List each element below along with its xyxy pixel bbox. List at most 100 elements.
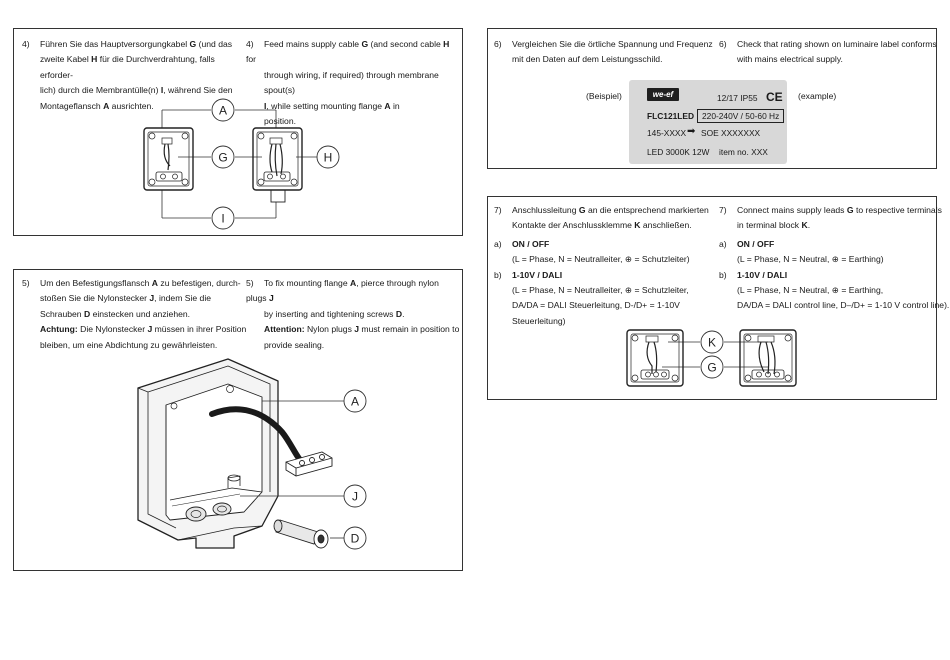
text-box5-en-l3c: J — [354, 324, 360, 335]
text-box6-de-l2: mit den Daten auf dem Leistungsschild. — [512, 54, 663, 65]
text-box4-en-l1b: G — [361, 39, 369, 49]
text-box4-en-l1a: Feed mains supply cable — [264, 39, 362, 49]
callout-g — [211, 145, 235, 169]
text-box7-de-l1c: an die entsprechend markierten — [585, 205, 709, 215]
text-box4-de-lines-10: A — [103, 100, 110, 111]
text-box7-en-l2c: . — [807, 220, 811, 231]
text-box7-de-l1b: G — [578, 205, 586, 215]
text-box4-de-lines-1: G — [189, 39, 197, 49]
step-4-panel — [13, 28, 463, 236]
text-box5-en-l1c: , pierce through nylon plugs — [246, 278, 439, 304]
callout-a-step5-label: A — [351, 395, 359, 409]
text-box5-de-l5: bleiben, um eine Abdichtung zu gewährlei… — [40, 339, 218, 350]
text-box5-en-l2c: . — [402, 308, 405, 319]
text-box5-de-l1b: A — [151, 278, 159, 288]
text-box7-de-num: 7) — [494, 205, 502, 215]
text-box7-de-l2a: Kontakte der Anschlussklemme — [512, 220, 635, 231]
text-box5-en-l1d: J — [268, 293, 274, 304]
text-box7-de-b_desc1: (L = Phase, N = Neutralleiter, ⊕ = Schut… — [512, 285, 689, 296]
text-box4-en-l3a: I — [264, 100, 267, 111]
text-box4-de-lines-9: Montageflansch — [40, 100, 104, 111]
item-number: item no. XXX — [719, 147, 768, 157]
text-box5-de-l3c: einstecken und anziehen. — [90, 308, 191, 319]
text-box4-en-l1d: H — [443, 39, 450, 49]
text-box5-de-l3a: Schrauben — [40, 308, 84, 319]
junction-box-left — [143, 127, 194, 191]
text-box5-de-l2c: , indem Sie die — [154, 293, 212, 304]
text-box5-en-l3d: must remain in position to — [359, 324, 460, 335]
terminal-box-right — [739, 329, 797, 387]
text-box7-de-l2c: anschließen. — [640, 220, 692, 231]
callout-h-label: H — [324, 151, 333, 165]
text-box4-en-l3c: A — [384, 100, 391, 111]
text-box7-en-a_desc: (L = Phase, N = Neutral, ⊕ = Earthing) — [737, 254, 884, 265]
text-box6-en-l2: with mains electrical supply. — [737, 54, 843, 65]
text-box5-en-l1a: To fix mounting flange — [264, 278, 350, 288]
callout-a-step5 — [343, 389, 367, 413]
text-box4-de-lines-7: I — [160, 85, 164, 96]
junction-box-right — [252, 127, 303, 203]
text-box5-de-l2a: stoßen Sie die Nylonstecker — [40, 293, 150, 304]
text-box5-en-l3b: Nylon plugs — [304, 324, 355, 335]
text-box7-de-b_desc2: DA/DA = DALI Steuerleitung, D-/D+ = 1-10… — [512, 300, 680, 326]
text-box4-de-lines-4: H — [91, 54, 98, 65]
text-box5-en-l1b: A — [350, 278, 357, 288]
callout-a — [211, 98, 235, 122]
text-box5-de-l1c: zu befestigen, durch- — [158, 278, 241, 288]
text-box5-en-l2b: D — [395, 308, 403, 319]
date-ip-rating: 12/17 IP55 — [717, 93, 758, 103]
callout-i-label: I — [221, 212, 224, 226]
text-box7-en-b_title: 1-10V / DALI — [737, 269, 788, 280]
cable — [209, 406, 303, 463]
arrow-icon: ➡ — [687, 126, 696, 137]
text-box6-de-l1: Vergleichen Sie die örtliche Spannung un… — [512, 39, 713, 49]
callout-d-label: D — [351, 532, 360, 546]
text-box5-de-l1a: Um den Befestigungsflansch — [40, 278, 152, 288]
example-label-de: (Beispiel) — [586, 91, 622, 101]
text-box6-en-l1: Check that rating shown on luminaire lab… — [737, 39, 937, 49]
step-4-text-de: 4)Führen Sie das Hauptversorgungkabel G … — [22, 37, 247, 114]
text-box5-en-l3a: Attention: — [264, 324, 305, 335]
step-5-text-en: 5)To fix mounting flange A, pierce throu… — [246, 276, 461, 353]
callout-d — [343, 526, 367, 550]
mounting-flange-illustration — [137, 358, 279, 549]
text-box6-de-num: 6) — [494, 39, 502, 49]
text-box4-de-lines-6: lich) durch die Membrantülle(n) — [40, 85, 161, 96]
text-box5-de-l3b: D — [83, 308, 91, 319]
text-box7-en-l2a: in terminal block — [737, 220, 802, 231]
ce-mark: CE — [766, 90, 783, 104]
step-4-text-en: 4)Feed mains supply cable G (and second … — [246, 37, 461, 129]
text-box4-de-lines-5: für die Durchverdrahtung, falls erforder… — [40, 54, 215, 80]
text-box4-en-l3b: , while setting mounting flange — [266, 100, 385, 111]
text-box5-de-num: 5) — [22, 278, 30, 288]
text-box7-de-b_num: b) — [494, 269, 502, 280]
voltage-rating: 220-240V / 50-60 Hz — [697, 109, 785, 123]
text-box7-en-a_num: a) — [719, 238, 727, 249]
text-box4-de-lines-2: (und das — [196, 39, 233, 49]
brand-logo: we-ef — [647, 88, 679, 101]
text-box4-en-l1e: for — [246, 54, 257, 65]
text-box5-en-l4: provide sealing. — [264, 339, 325, 350]
text-box5-de-l4d: müssen in ihrer Position — [152, 324, 247, 335]
text-box4-en-num: 4) — [246, 39, 254, 49]
text-box7-en-b_desc2: DA/DA = DALI control line, D–/D+ = 1-10 … — [737, 300, 950, 311]
step-6-text-de: 6) Vergleichen Sie die örtliche Spannung … — [494, 37, 719, 68]
product-code: 145-XXXX — [647, 128, 687, 138]
callout-g-step7-label: G — [707, 361, 716, 375]
text-box4-en-l3d: in — [390, 100, 400, 111]
text-box7-en-b_desc1: (L = Phase, N = Neutral, ⊕ = Earthing, — [737, 285, 884, 296]
text-box4-de-lines-8: , während Sie den — [163, 85, 233, 96]
text-box6-en-num: 6) — [719, 39, 727, 49]
model-number: FLC121LED — [647, 111, 695, 121]
callout-a-label: A — [219, 104, 227, 118]
callout-g-step7 — [700, 355, 724, 379]
text-box7-en-a_title: ON / OFF — [737, 238, 775, 249]
callout-k — [700, 330, 724, 354]
text-box7-en-l1c: to respective terminals — [853, 205, 942, 215]
text-box7-de-a_title: ON / OFF — [512, 238, 550, 249]
callout-h — [316, 145, 340, 169]
text-box7-en-l1b: G — [846, 205, 854, 215]
text-box4-en-l2: through wiring, if required) through mem… — [264, 69, 439, 96]
text-box4-de-num: 4) — [22, 39, 30, 49]
